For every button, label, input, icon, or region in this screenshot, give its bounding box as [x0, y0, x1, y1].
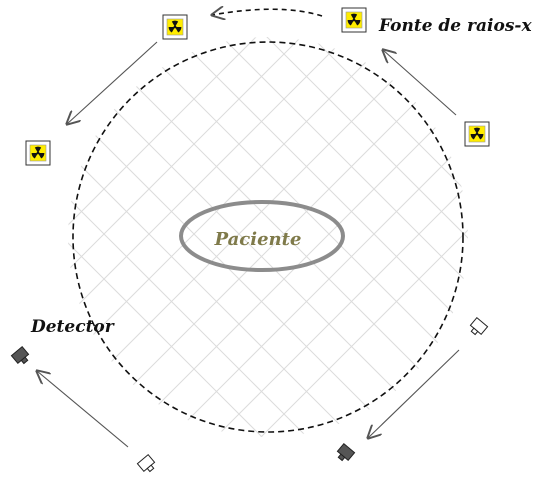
detector-label: Detector: [30, 317, 115, 337]
xray-source-top-left: [162, 14, 188, 40]
xray-source-left: [25, 140, 51, 166]
source-arrow-right: [383, 50, 457, 116]
xray-source-right: [464, 121, 490, 147]
detector-bottom-left: [136, 453, 156, 473]
radiation-trefoil-icon: [162, 14, 188, 40]
top-dashed-arrow: [212, 9, 323, 16]
gantry-orbit: [72, 41, 464, 433]
detector-left: [10, 345, 30, 365]
detector-right: [469, 316, 489, 336]
source-label: Fonte de raios-x: [378, 16, 532, 36]
patient-ellipse: [179, 200, 345, 272]
radiation-trefoil-icon: [341, 7, 367, 33]
radiation-trefoil-icon: [25, 140, 51, 166]
x-ray-detector-icon: [469, 316, 489, 336]
x-ray-detector-icon: [136, 453, 156, 473]
source-arrow-left: [67, 41, 158, 124]
x-ray-detector-icon: [336, 442, 356, 462]
detector-arrow-left: [37, 371, 129, 448]
patient-label: Paciente: [214, 229, 302, 250]
x-ray-detector-icon: [10, 345, 30, 365]
radiation-trefoil-icon: [464, 121, 490, 147]
xray-source-top-right: [341, 7, 367, 33]
detector-bottom-right: [336, 442, 356, 462]
detector-arrow-right: [368, 349, 460, 438]
